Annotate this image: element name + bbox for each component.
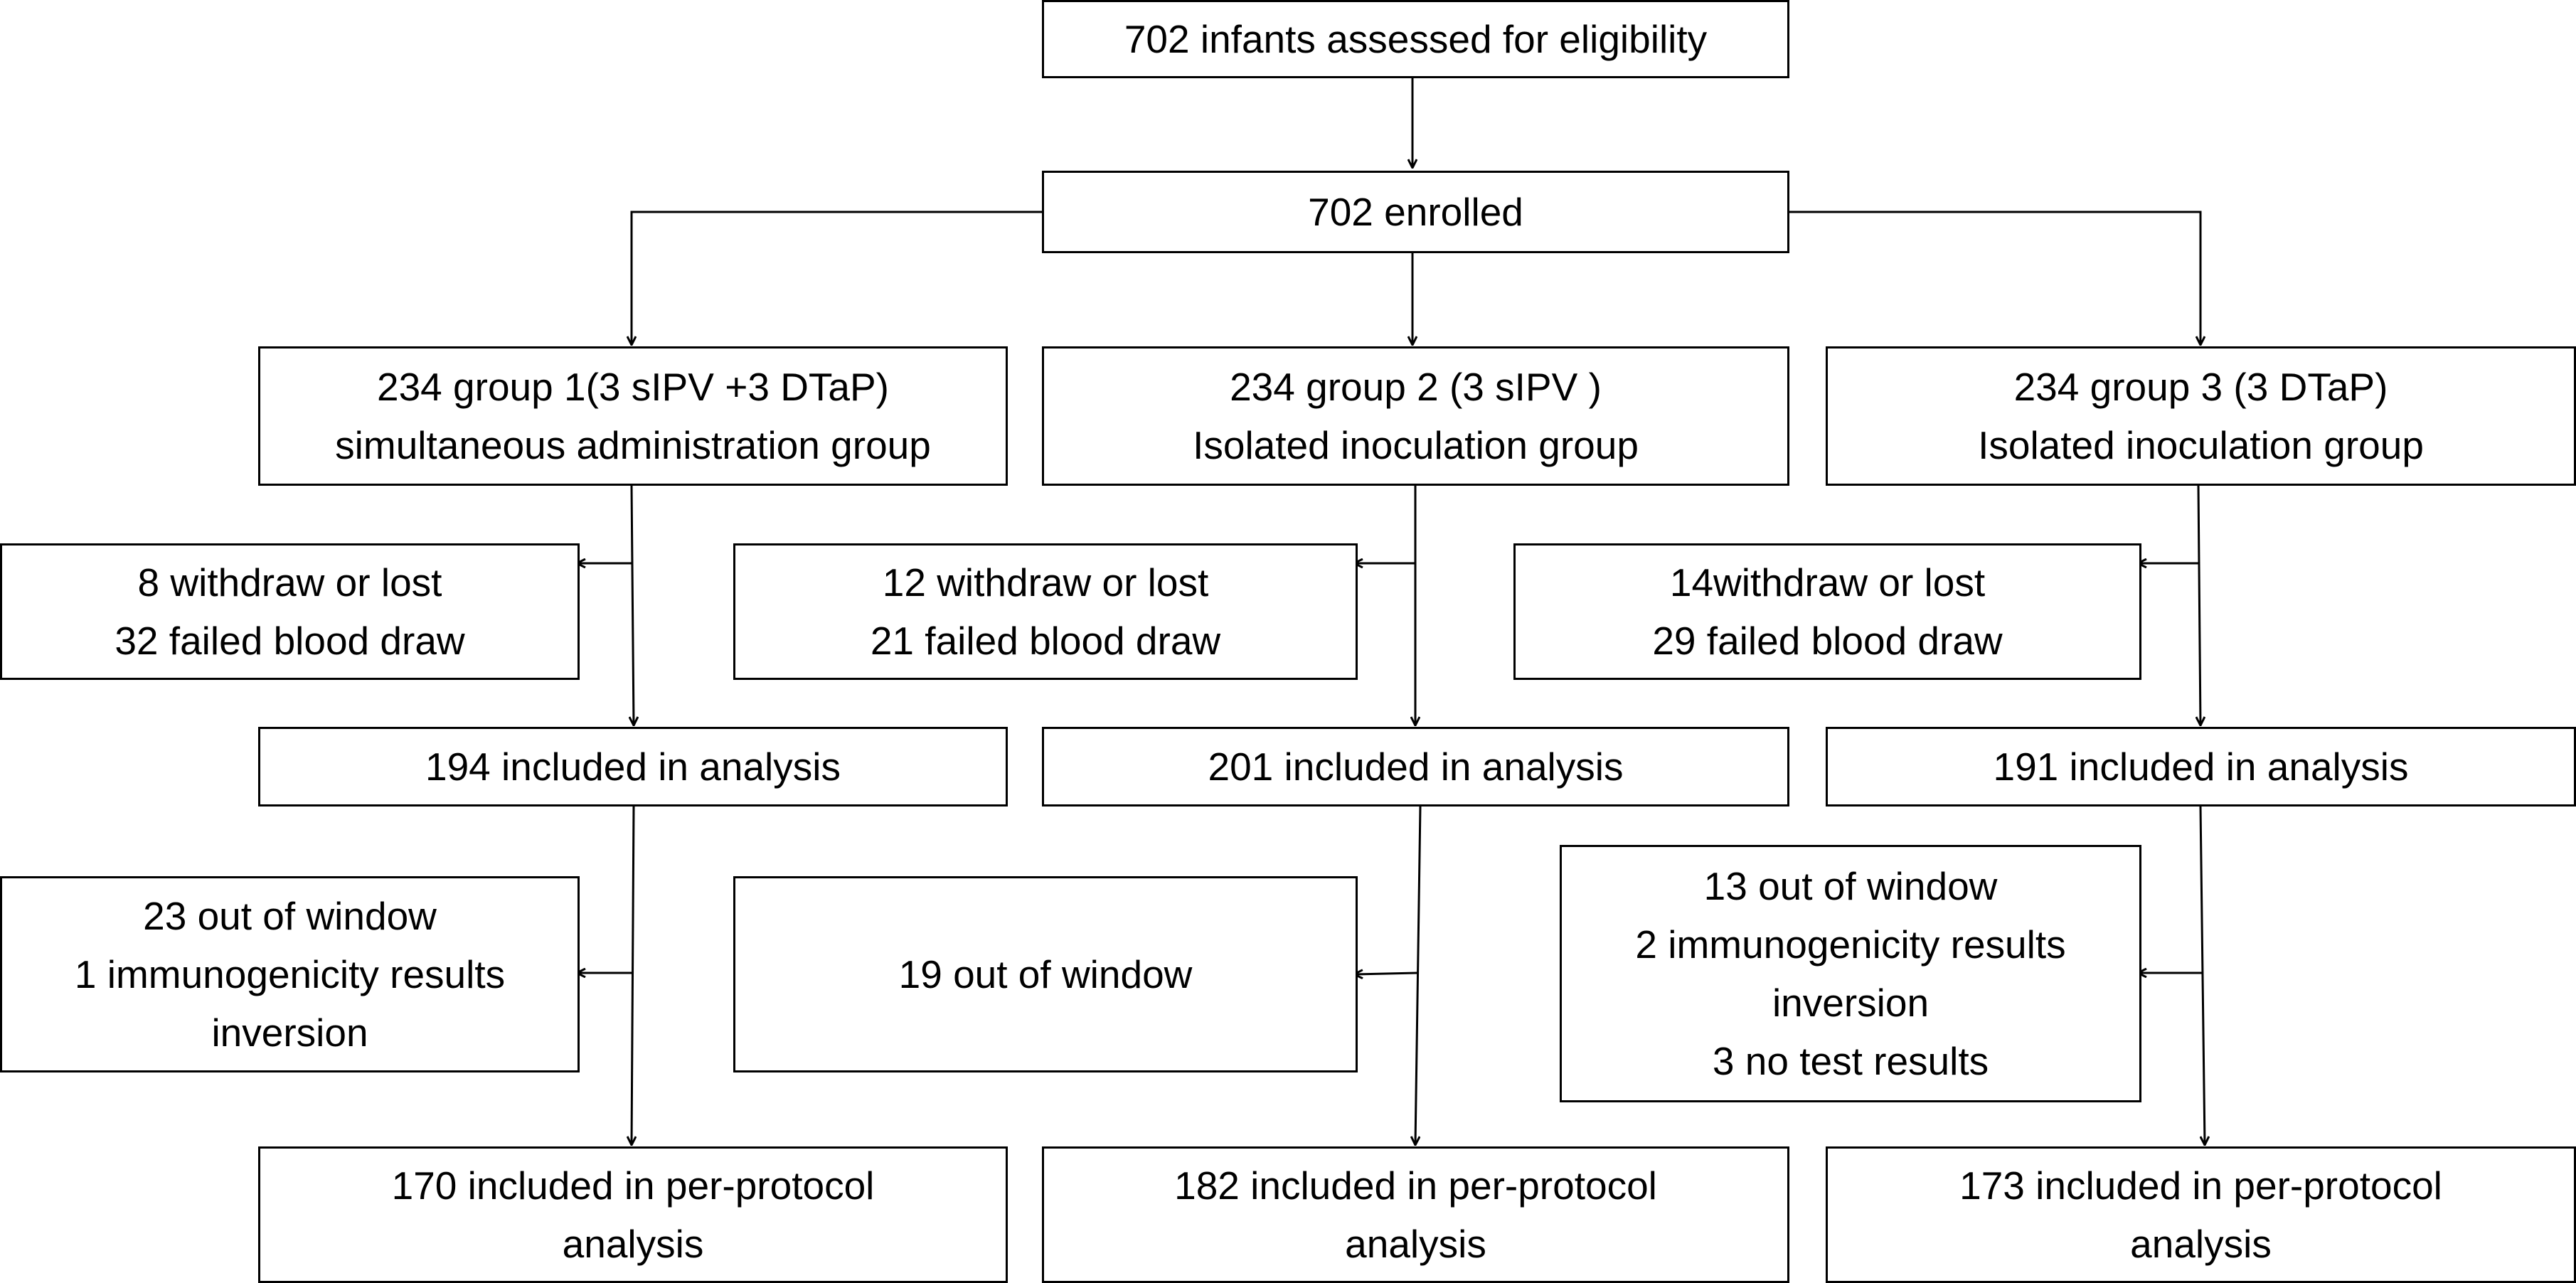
group3-second-exclusion-line-1: 13 out of window <box>1703 864 1998 908</box>
group1-allocation-line-1: 234 group 1(3 sIPV +3 DTaP) <box>377 365 889 409</box>
enrollment-box: 702 enrolled <box>1042 171 1789 253</box>
arrow-group1-to-analysis <box>632 485 634 725</box>
group1-allocation-line-2: simultaneous administration group <box>335 423 931 467</box>
group3-second-exclusion-line-3: inversion <box>1772 981 1930 1025</box>
group2-analysis-line-1: 201 included in analysis <box>1208 745 1624 789</box>
screening-line-1: 702 infants assessed for eligibility <box>1124 17 1708 61</box>
group1-second-exclusion-line-3: inversion <box>211 1011 368 1055</box>
group1-per-protocol-line-2: analysis <box>562 1222 704 1266</box>
group2-allocation-line-1: 234 group 2 (3 sIPV ) <box>1230 365 1602 409</box>
group3-allocation-line-2: Isolated inoculation group <box>1978 423 2424 467</box>
group1-second-exclusion-line-2: 1 immunogenicity results <box>74 952 506 996</box>
group2-allocation-line-2: Isolated inoculation group <box>1193 423 1639 467</box>
group2-per-protocol-line-1: 182 included in per-protocol <box>1174 1164 1657 1208</box>
group1-first-exclusion-line-1: 8 withdraw or lost <box>137 560 442 605</box>
group2-first-exclusion-box: 12 withdraw or lost 21 failed blood draw <box>733 543 1358 680</box>
group3-second-exclusion-line-4: 3 no test results <box>1712 1039 1989 1083</box>
group3-analysis-box: 191 included in analysis <box>1826 727 2576 806</box>
group3-allocation-line-1: 234 group 3 (3 DTaP) <box>2013 365 2388 409</box>
group1-second-exclusion-box: 23 out of window 1 immunogenicity result… <box>0 876 580 1072</box>
group3-second-exclusion-box: 13 out of window 2 immunogenicity result… <box>1560 845 2141 1102</box>
group2-per-protocol-line-2: analysis <box>1345 1222 1486 1266</box>
group2-per-protocol-box: 182 included in per-protocol analysis <box>1042 1146 1789 1283</box>
group2-second-exclusion-line-1: 19 out of window <box>898 952 1193 996</box>
arrow-group3-to-analysis <box>2198 485 2200 725</box>
group3-per-protocol-line-2: analysis <box>2130 1222 2272 1266</box>
arrow-enrollment-to-group1 <box>632 211 1042 345</box>
group1-analysis-line-1: 194 included in analysis <box>425 745 841 789</box>
arrow-group3-analysis-to-per-protocol <box>2199 806 2205 1145</box>
arrow-group2-analysis-to-per-protocol <box>1415 806 1422 1145</box>
screening-box: 702 infants assessed for eligibility <box>1042 0 1789 78</box>
group3-allocation-box: 234 group 3 (3 DTaP) Isolated inoculatio… <box>1826 346 2576 486</box>
arrow-enrollment-to-group3 <box>1789 211 2200 345</box>
arrow-group2-second-exclusion <box>1354 973 1418 974</box>
group1-analysis-box: 194 included in analysis <box>258 727 1008 806</box>
group1-per-protocol-line-1: 170 included in per-protocol <box>391 1164 875 1208</box>
group1-first-exclusion-line-2: 32 failed blood draw <box>115 619 465 663</box>
group1-per-protocol-box: 170 included in per-protocol analysis <box>258 1146 1008 1283</box>
arrow-group1-analysis-to-per-protocol <box>632 806 634 1145</box>
enrollment-line-1: 702 enrolled <box>1308 190 1523 234</box>
group1-first-exclusion-box: 8 withdraw or lost 32 failed blood draw <box>0 543 580 680</box>
group3-analysis-line-1: 191 included in analysis <box>1993 745 2409 789</box>
group2-first-exclusion-line-1: 12 withdraw or lost <box>882 560 1209 605</box>
group2-analysis-box: 201 included in analysis <box>1042 727 1789 806</box>
group2-first-exclusion-line-2: 21 failed blood draw <box>870 619 1221 663</box>
group1-allocation-box: 234 group 1(3 sIPV +3 DTaP) simultaneous… <box>258 346 1008 486</box>
group3-first-exclusion-line-1: 14withdraw or lost <box>1669 560 1986 605</box>
group3-first-exclusion-box: 14withdraw or lost 29 failed blood draw <box>1513 543 2141 680</box>
group3-first-exclusion-line-2: 29 failed blood draw <box>1652 619 2003 663</box>
group2-second-exclusion-box: 19 out of window <box>733 876 1358 1072</box>
group1-second-exclusion-line-1: 23 out of window <box>143 894 437 938</box>
group3-second-exclusion-line-2: 2 immunogenicity results <box>1635 922 2066 967</box>
group2-allocation-box: 234 group 2 (3 sIPV ) Isolated inoculati… <box>1042 346 1789 486</box>
group3-per-protocol-box: 173 included in per-protocol analysis <box>1826 1146 2576 1283</box>
group3-per-protocol-line-1: 173 included in per-protocol <box>1959 1164 2442 1208</box>
